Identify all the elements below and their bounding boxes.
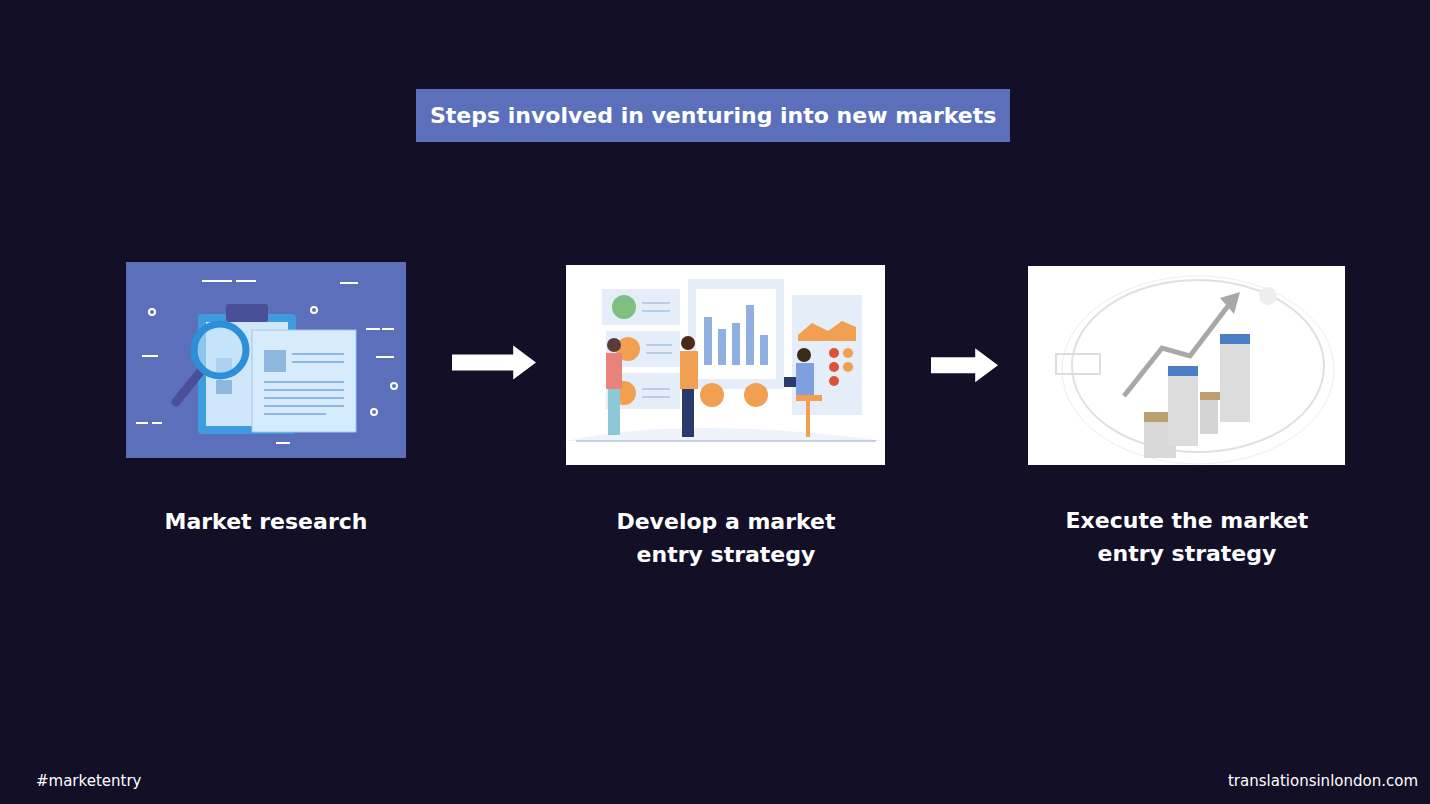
research-illustration bbox=[126, 262, 406, 458]
step-picture bbox=[1028, 266, 1345, 465]
step-caption: Execute the market entry strategy bbox=[1052, 504, 1322, 570]
step-card: Market research bbox=[126, 262, 406, 538]
step-card: Execute the market entry strategy bbox=[1028, 266, 1345, 570]
step-picture bbox=[126, 262, 406, 458]
title-banner: Steps involved in venturing into new mar… bbox=[416, 89, 1010, 142]
strategy-illustration bbox=[566, 265, 885, 465]
step-caption: Market research bbox=[136, 505, 396, 538]
footer-label: #marketentry bbox=[36, 772, 141, 790]
step-card: Develop a market entry strategy bbox=[566, 265, 885, 571]
footer-label: translationsinlondon.com bbox=[1228, 772, 1418, 790]
step-picture bbox=[566, 265, 885, 465]
step-caption: Develop a market entry strategy bbox=[596, 505, 856, 571]
growth-illustration bbox=[1028, 266, 1345, 465]
flow-arrow bbox=[931, 348, 998, 382]
flow-arrow bbox=[452, 346, 536, 380]
title-text: Steps involved in venturing into new mar… bbox=[430, 103, 996, 128]
